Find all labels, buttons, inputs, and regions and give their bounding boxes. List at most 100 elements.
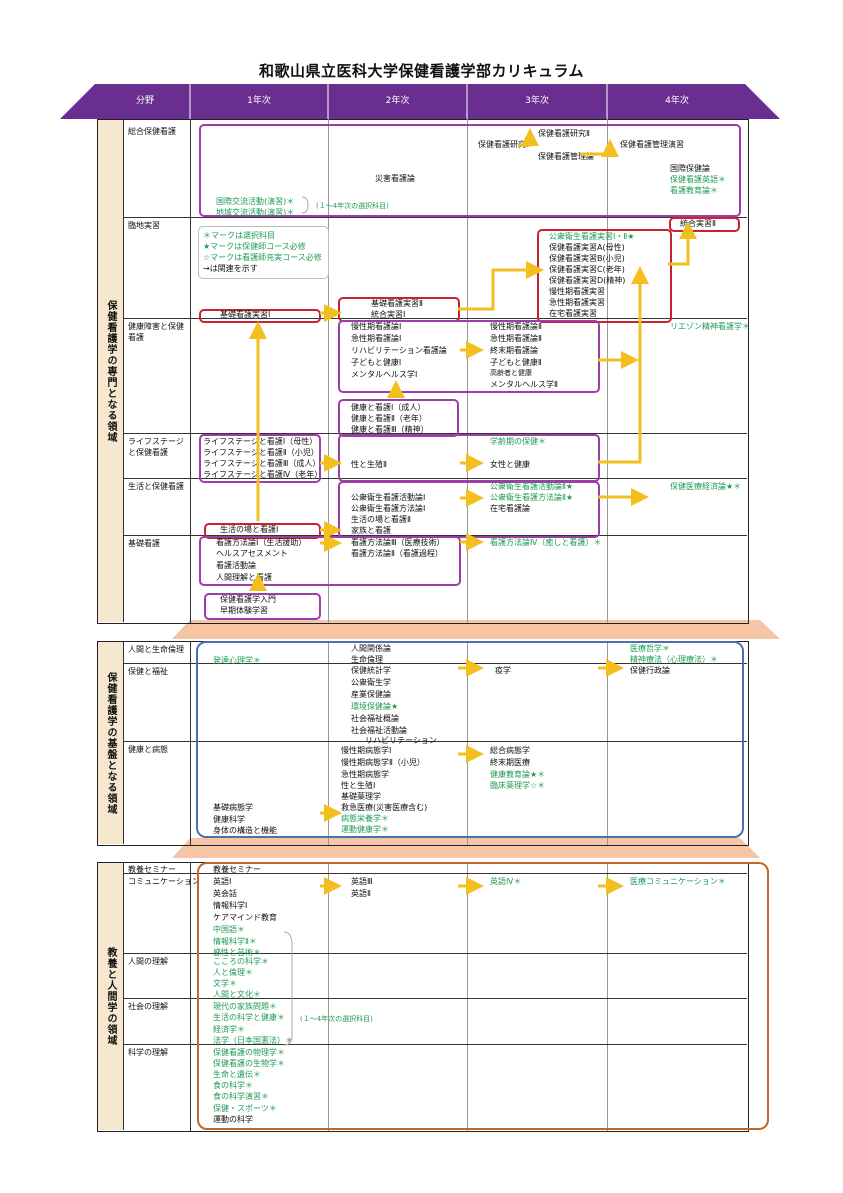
legend-arrow: →は関連を示す [203,264,258,273]
header-year1: 1年次 [247,96,271,106]
text-eng1: 英語Ⅰ [213,877,232,886]
category-comprehensive: 総合保健看護 [128,127,176,136]
text-eng2: 英語Ⅱ [351,889,371,898]
text-intl-health: 国際保健論 [670,164,710,173]
text-lit: 文学＊ [213,979,237,988]
text-lifesci: 生活の科学と健康＊ [213,1013,285,1022]
header-year4: 4年次 [665,96,689,106]
page-title: 和歌山県立医科大学保健看護学部カリキュラム [258,62,585,80]
text-h3-1: 慢性期看護論Ⅱ [490,322,542,331]
text-research2: 保健看護研究Ⅱ [538,129,590,138]
text-h3-3: 終末期看護論 [490,346,538,355]
text-eng4: 保健看護英語＊ [670,175,726,184]
category-society: 社会の理解 [128,1002,168,1011]
text-ph-meth2: 公衆衛生看護方法論Ⅱ★ [490,493,574,502]
box-comprehensive [199,124,741,217]
text-p-chronic: 慢性期看護実習 [549,287,605,296]
text-life1: 生活の場と看護Ⅰ [220,525,279,534]
text-psych-therapy: 精神療法（心理療法）＊ [630,655,718,664]
category-living: 生活と保健看護 [128,482,184,491]
text-family-issues: 現代の家族問題＊ [213,1002,277,1011]
category-human: 人間の理解 [128,957,168,966]
text-ph-meth1: 公衆衛生看護方法論Ⅰ [351,504,426,513]
text-biology: 保健看護の生物学＊ [213,1059,285,1068]
category-seminar: 教養セミナー [128,865,176,874]
text-b-meth1: 看護方法論Ⅰ（生活援助） [216,538,307,547]
text-intro2: 早期体験学習 [220,606,268,615]
text-mgmt: 保健看護管理論 [538,152,594,161]
box-lifestage1 [199,434,321,483]
text-physics: 保健看護の物理学＊ [213,1048,285,1057]
text-ls1: ライフステージと看護Ⅰ（母性） [203,437,318,446]
text-intl-ex: 国際交流活動(演習)＊ [216,197,295,206]
text-basic-patho: 基礎病態学 [213,803,253,812]
text-heredity: 生命と遺伝＊ [213,1070,261,1079]
text-sex1: 性と生殖Ⅰ [341,781,376,790]
category-communication: コミュニケーション [128,877,200,886]
legend-public-health: ★マークは保健師コース必修 [203,242,306,251]
text-home: 在宅看護論 [490,504,530,513]
text-p-c: 保健看護実習C(老年) [549,265,625,274]
text-b-meth3: 看護方法論Ⅲ（医療技術） [351,538,445,547]
text-p-b: 保健看護実習B(小児) [549,254,625,263]
text-ph-act1: 公衆衛生看護活動論Ⅰ [351,493,426,502]
category-pathology: 健康と病態 [128,745,168,754]
text-foodsci: 食の科学＊ [213,1081,253,1090]
text-edu4: 看護教育論＊ [670,186,718,195]
text-eng4: 英語Ⅳ＊ [490,877,522,886]
text-mind: こころの科学＊ [213,957,269,966]
text-liaison: リエゾン精神看護学＊ [670,322,750,331]
text-h2-1: 慢性期看護論Ⅰ [351,322,402,331]
text-ph-act2: 公衆衛生看護活動論Ⅱ★ [490,482,574,491]
category-science: 科学の理解 [128,1048,168,1057]
legend-box [198,226,329,279]
box-foundation [196,641,744,838]
box-intro [204,593,321,620]
text-disaster: 災害看護論 [375,174,415,183]
text-sense: 感性と芸術＊ [213,948,261,957]
text-emergency: 救急医療(災害医療含む) [341,803,428,812]
text-admin: 保健行政論 [630,666,670,675]
text-integrated1: 統合実習Ⅰ [371,310,406,319]
section2-label: 保健看護学の基盤となる領域 [98,642,124,844]
text-patho2: 慢性期病態学Ⅱ（小児） [341,758,425,767]
text-family: 家族と看護 [351,526,391,535]
text-basic-practicum2: 基礎看護実習Ⅱ [371,299,423,308]
text-ind-health: 産業保健論 [351,690,391,699]
text-integrated2: 統合実習Ⅱ [680,219,716,228]
text-exercise: 運動健康学＊ [341,825,389,834]
text-movement: 運動の科学 [213,1115,253,1124]
text-eng3: 英語Ⅲ [351,877,373,886]
text-women: 女性と健康 [490,460,530,469]
text-p-a: 保健看護実習A(母性) [549,243,625,252]
box-health-disorder [338,320,600,393]
text-welfare: 社会福祉概論 [351,714,399,723]
text-pharm: 基礎薬理学 [341,792,381,801]
text-body: 身体の構造と機能 [213,826,277,835]
text-rehab: リハビリテーション [365,736,437,745]
text-b-human: 人間理解と看護 [216,573,272,582]
text-dev-psych: 発達心理学＊ [213,656,261,665]
text-stat: 保健統計学 [351,666,391,675]
text-pubhealth: 公衆衛生学 [351,678,391,687]
text-b-assess: ヘルスアセスメント [216,549,288,558]
text-chinese: 中国語＊ [213,925,245,934]
text-school: 学齢期の保健＊ [490,437,546,446]
text-medcomm: 医療コミュニケーション＊ [630,877,726,886]
text-ethics: 人と倫理＊ [213,968,253,977]
text-h2-5: メンタルヘルス学Ⅰ [351,370,418,379]
text-mgmt-exercise: 保健看護管理演習 [620,140,684,149]
box-liberal-arts [197,862,769,1130]
box-integrated2 [669,217,740,232]
text-h2-2: 急性期看護論Ⅰ [351,334,402,343]
text-h2-3: リハビリテーション看護論 [351,346,447,355]
text-patho1: 慢性期病態学Ⅰ [341,746,392,755]
text-h2-4: 子どもと健康Ⅰ [351,358,402,367]
legend-nurse: ☆マークは看護師充実コース必修 [203,253,322,262]
text-economics: 経済学＊ [213,1025,245,1034]
category-practicum: 臨地実習 [128,221,160,230]
text-clin-pharm: 臨床薬理学☆＊ [490,781,546,790]
text-basic-practicum1: 基礎看護実習Ⅰ [220,310,271,319]
text-intro1: 保健看護学入門 [220,595,276,604]
legend-select: ＊マークは選択科目 [203,231,275,240]
